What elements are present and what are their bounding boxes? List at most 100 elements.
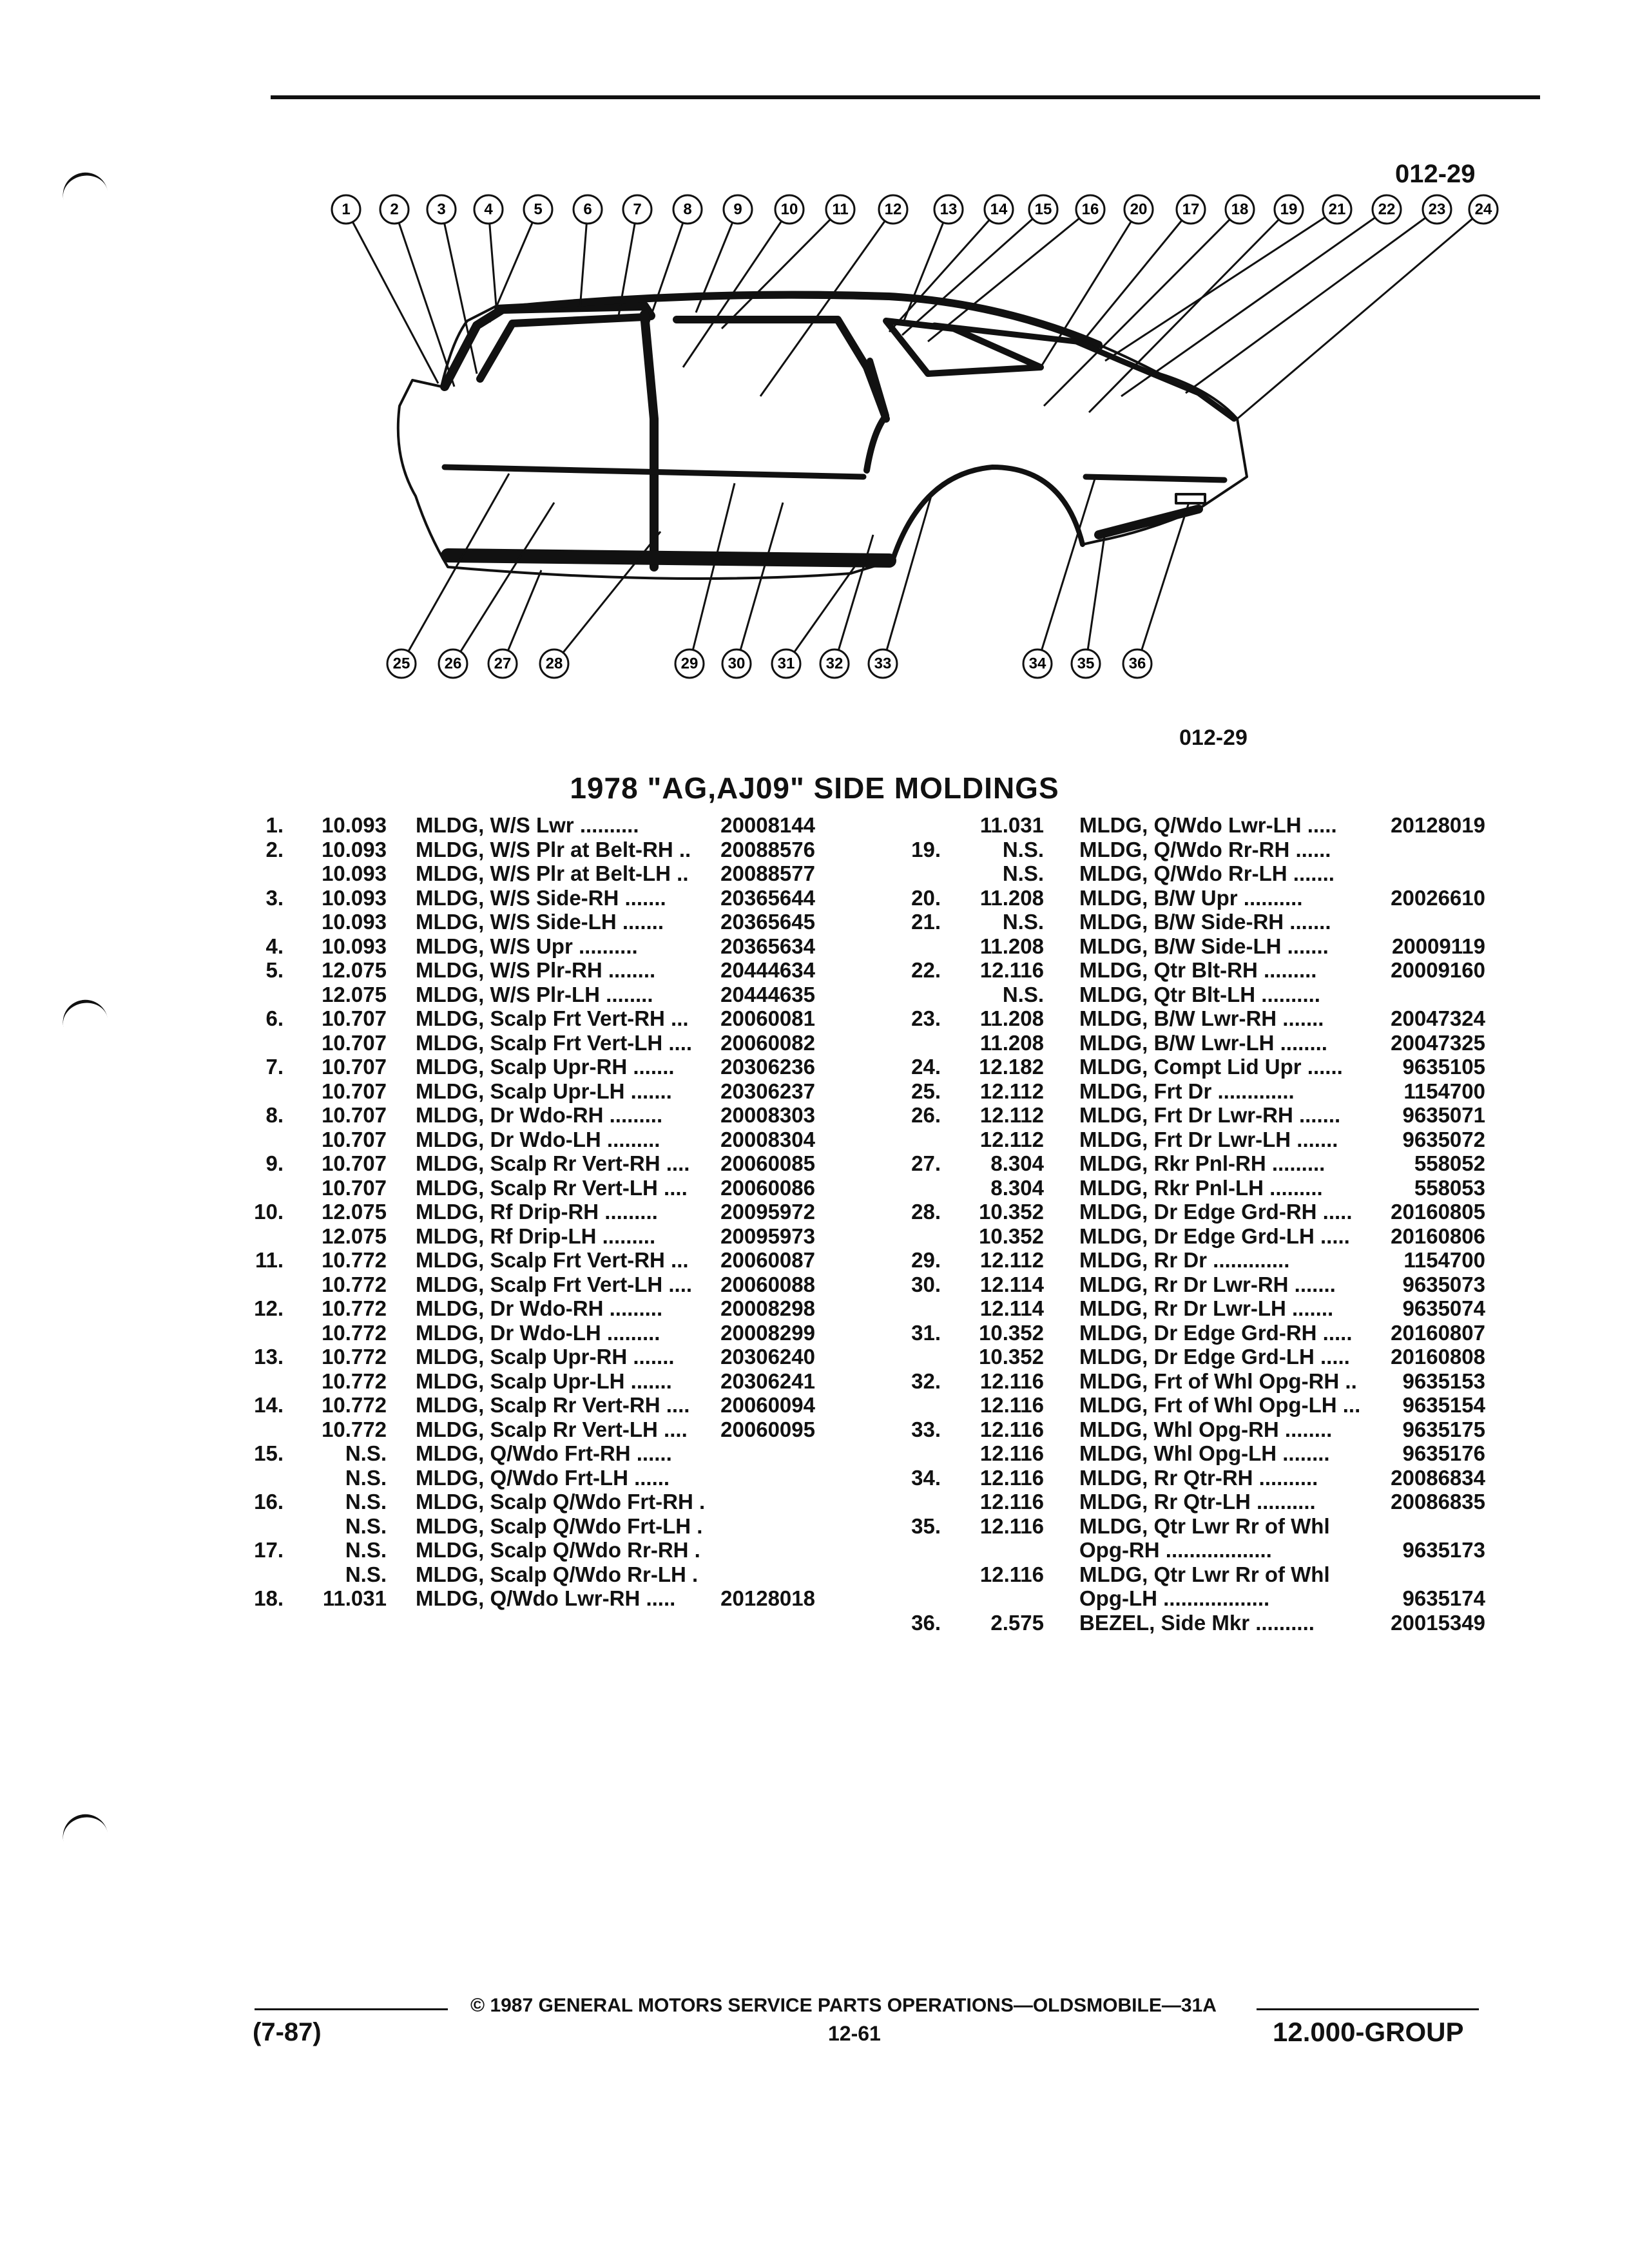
- callout-circle: [867, 648, 898, 679]
- item-number: 30.: [911, 1272, 941, 1296]
- group-number: N.S.: [1002, 982, 1044, 1006]
- callout-number: 26: [445, 655, 462, 673]
- part-number: 20047325: [1391, 1030, 1485, 1055]
- part-description: MLDG, Rf Drip-LH .........: [416, 1224, 656, 1248]
- item-number: 11.: [255, 1248, 284, 1272]
- callout-15: 15: [1028, 194, 1059, 225]
- callout-34: 34: [1022, 648, 1053, 679]
- part-description: MLDG, Qtr Blt-RH .........: [1079, 958, 1317, 982]
- callout-circle: [1070, 648, 1101, 679]
- part-number: 20306236: [720, 1055, 815, 1079]
- leader-line: [735, 502, 784, 664]
- part-number: 20088577: [720, 861, 815, 885]
- page-number: 12-61: [828, 2022, 881, 2045]
- leader-line: [888, 208, 1000, 333]
- callout-number: 25: [393, 655, 410, 673]
- callout-25: 25: [386, 648, 417, 679]
- callout-2: 2: [379, 194, 410, 225]
- part-description: MLDG, Dr Wdo-RH .........: [416, 1296, 663, 1320]
- leader-line: [1043, 208, 1241, 407]
- leader-line: [487, 209, 497, 307]
- rocker-panel-moulding: [441, 548, 896, 568]
- group-number: 12.116: [979, 1465, 1044, 1490]
- callout-circle: [487, 648, 518, 679]
- part-description: MLDG, Scalp Q/Wdo Frt-LH .: [416, 1514, 703, 1538]
- callout-number: 28: [546, 655, 563, 673]
- part-number: 20060081: [720, 1006, 815, 1030]
- callout-36: 36: [1122, 648, 1153, 679]
- back-window-moulding: [931, 322, 1237, 422]
- group-number: 10.772: [322, 1272, 387, 1296]
- leader-line: [400, 473, 510, 664]
- callout-number: 13: [940, 201, 958, 218]
- callout-number: 3: [437, 201, 445, 218]
- leader-line: [901, 209, 950, 326]
- part-number: 20306241: [720, 1369, 815, 1393]
- item-number: 17.: [254, 1538, 284, 1562]
- callout-circle: [379, 194, 410, 225]
- group-number: 11.031: [979, 813, 1044, 837]
- part-description: MLDG, Scalp Q/Wdo Frt-RH .: [416, 1490, 706, 1514]
- item-number: 14.: [254, 1393, 284, 1417]
- group-number: 12.112: [979, 1079, 1044, 1103]
- part-number: 20060082: [720, 1030, 815, 1055]
- leader-line: [882, 495, 932, 664]
- parts-list-row: 16.N.S.MLDG, Scalp Q/Wdo Frt-RH .: [238, 1490, 857, 1514]
- callout-number: 31: [778, 655, 795, 673]
- part-number: 558052: [1414, 1151, 1485, 1175]
- group-number: N.S.: [345, 1514, 387, 1538]
- callout-33: 33: [867, 648, 898, 679]
- part-description: MLDG, W/S Plr at Belt-LH ..: [416, 861, 689, 885]
- part-description: MLDG, Qtr Blt-LH ..........: [1079, 982, 1320, 1006]
- callout-number: 32: [826, 655, 843, 673]
- callout-number: 11: [832, 201, 848, 218]
- group-number: 10.352: [979, 1345, 1044, 1369]
- leader-line: [579, 209, 589, 310]
- callout-number: 1: [342, 201, 350, 218]
- part-description: MLDG, B/W Upr ..........: [1079, 885, 1303, 910]
- callout-13: 13: [933, 194, 964, 225]
- group-number: 10.093: [322, 934, 387, 958]
- group-number: 12.112: [979, 1103, 1044, 1127]
- callout-32: 32: [819, 648, 850, 679]
- callout-circle: [774, 194, 805, 225]
- part-description: MLDG, Scalp Frt Vert-RH ...: [416, 1006, 689, 1030]
- leader-line: [720, 208, 842, 330]
- part-number: 20060094: [720, 1393, 815, 1417]
- item-number: 26.: [911, 1103, 941, 1127]
- part-number: 20008303: [720, 1103, 815, 1127]
- leader-line: [488, 209, 539, 323]
- part-number: 1154700: [1403, 1079, 1485, 1103]
- part-number: 20365634: [720, 934, 815, 958]
- parts-list-row: Opg-RH ..................9635173: [902, 1538, 1534, 1562]
- part-description: MLDG, Scalp Frt Vert-LH ....: [416, 1030, 693, 1055]
- item-number: 13.: [254, 1345, 284, 1369]
- callout-28: 28: [539, 648, 570, 679]
- group-number: 8.304: [990, 1175, 1044, 1200]
- callout-7: 7: [622, 194, 653, 225]
- group-number: 10.093: [322, 885, 387, 910]
- group-number: 11.208: [979, 885, 1044, 910]
- callout-12: 12: [878, 194, 909, 225]
- group-number: 12.116: [979, 958, 1044, 982]
- callout-number: 22: [1378, 201, 1396, 218]
- group-number: 12.116: [979, 1369, 1044, 1393]
- leader-line: [553, 531, 662, 664]
- part-description: MLDG, Whl Opg-RH ........: [1079, 1417, 1333, 1441]
- footer-rule-right: [1257, 2008, 1479, 2010]
- group-number: 10.093: [322, 813, 387, 837]
- footer-rule-left: [255, 2008, 448, 2010]
- part-description: MLDG, Scalp Upr-LH .......: [416, 1369, 672, 1393]
